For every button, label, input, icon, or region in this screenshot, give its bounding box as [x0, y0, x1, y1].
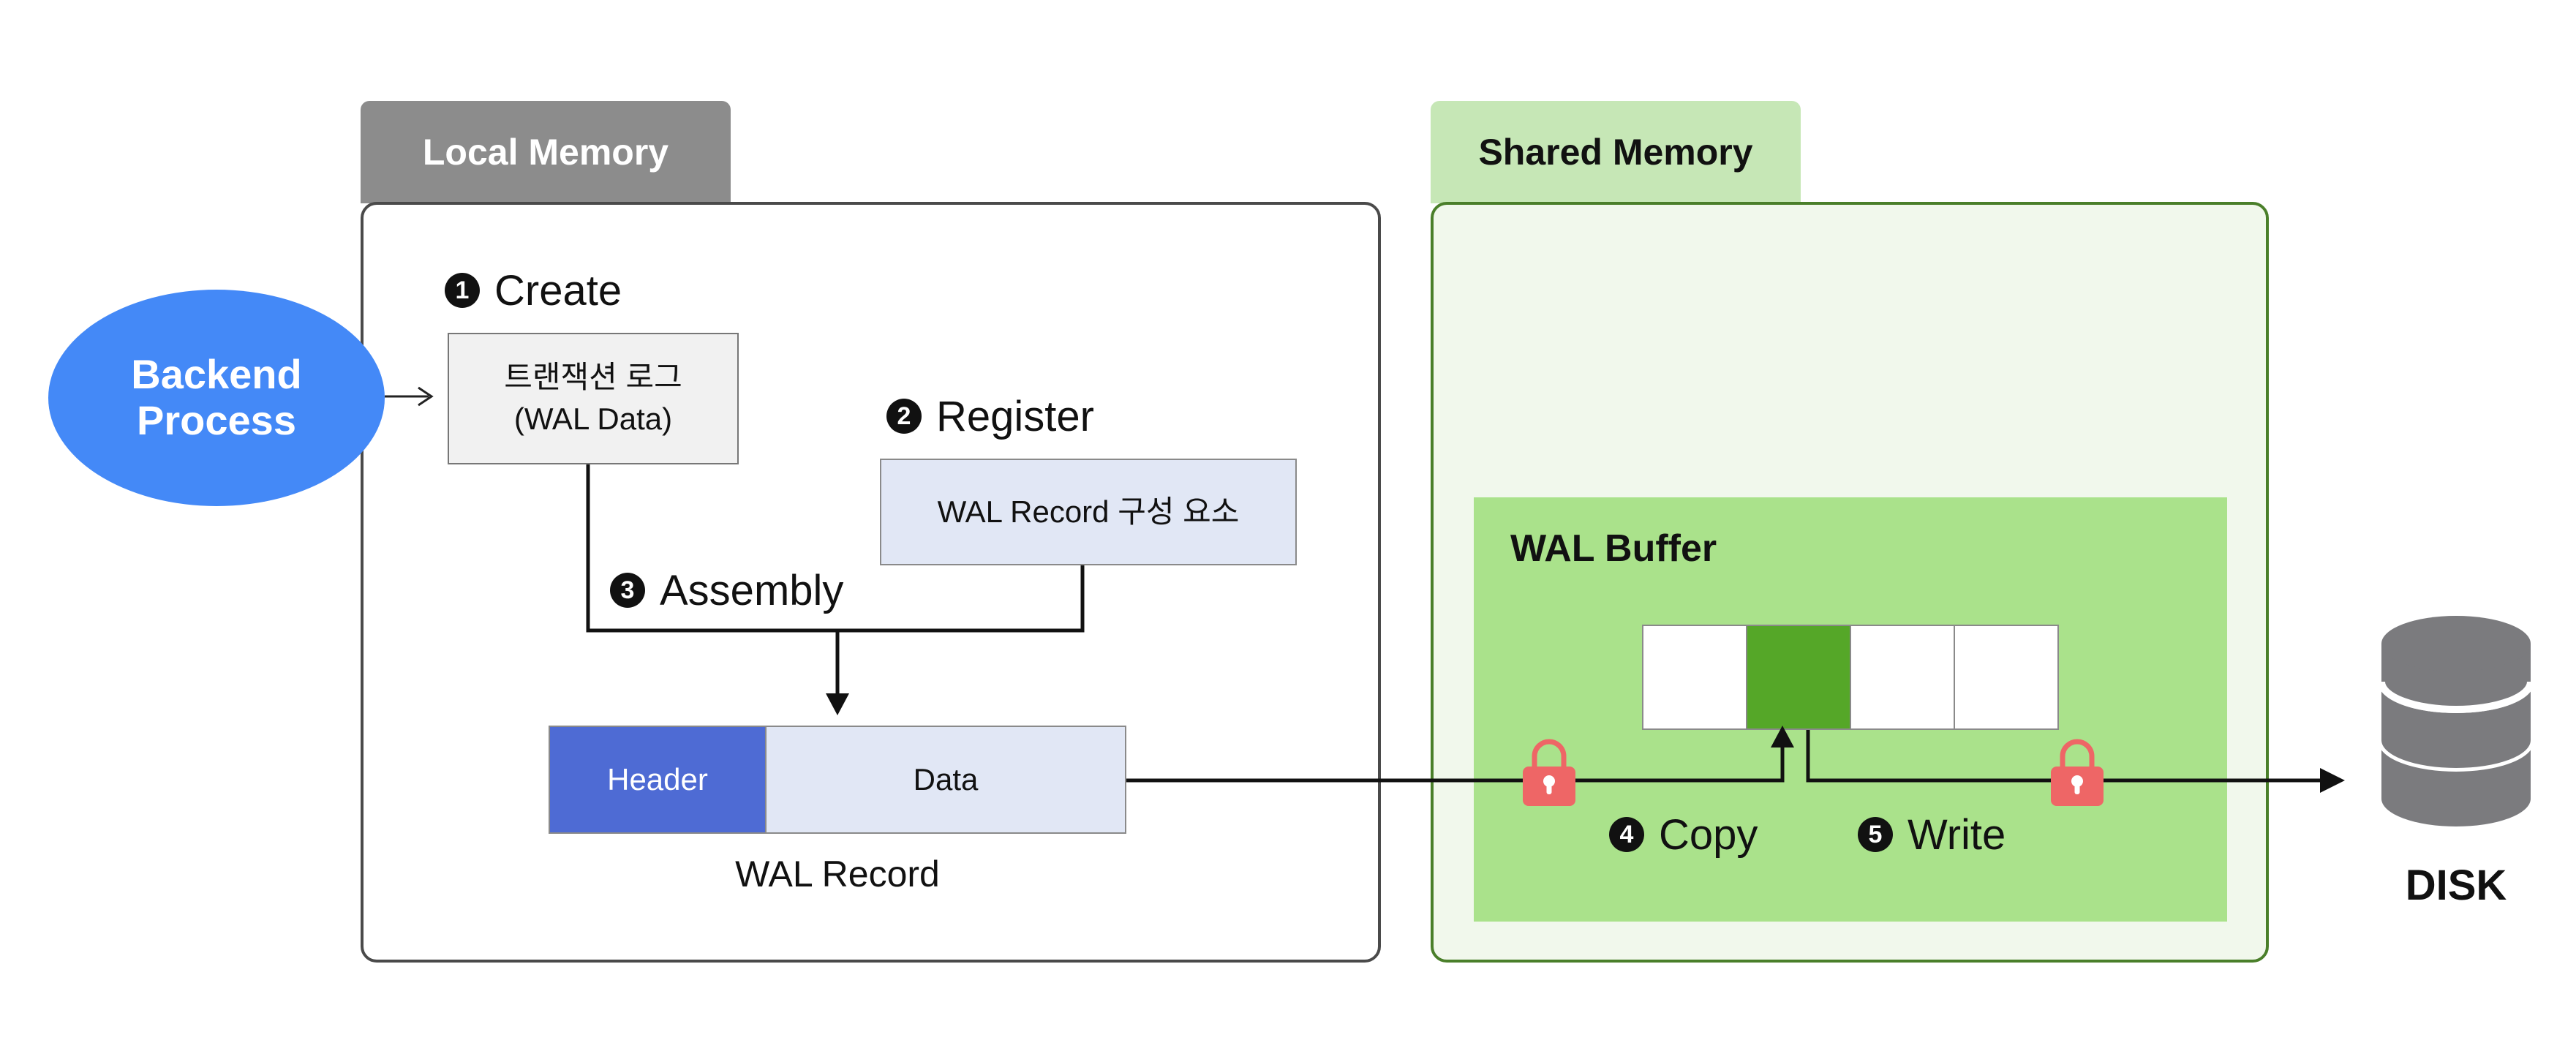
- step-create-label: Create: [494, 266, 622, 315]
- step-copy-number: 4: [1609, 817, 1644, 852]
- wal-record-header: Header: [549, 726, 767, 834]
- shared-memory-tab: Shared Memory: [1431, 101, 1801, 203]
- write-arrow: [1806, 730, 2322, 783]
- copy-arrow: [1126, 746, 1785, 783]
- lock-icon: [1523, 739, 1575, 806]
- step-write-label: Write: [1907, 810, 2006, 859]
- wal-record-caption-text: WAL Record: [735, 854, 940, 895]
- step-assembly-label: Assembly: [660, 566, 844, 614]
- backend-to-log-arrowhead: [418, 386, 434, 407]
- disk-label-text: DISK: [2405, 861, 2507, 909]
- wal-buffer-slot: [1954, 625, 2059, 730]
- backend-process-label: Backend Process: [131, 351, 302, 443]
- step-register: 2 Register: [886, 391, 1094, 442]
- wal-record-components-label: WAL Record 구성 요소: [937, 494, 1240, 529]
- write-arrowhead: [2320, 768, 2345, 793]
- disk-label: DISK: [2381, 856, 2531, 914]
- local-memory-panel: [361, 202, 1381, 963]
- wal-buffer-title: WAL Buffer: [1510, 527, 1717, 570]
- transaction-log-label: 트랜잭션 로그 (WAL Data): [504, 360, 682, 436]
- local-memory-tab-label: Local Memory: [422, 132, 669, 173]
- local-memory-tab: Local Memory: [361, 101, 731, 203]
- wal-record-data: Data: [765, 726, 1126, 834]
- transaction-log-box: 트랜잭션 로그 (WAL Data): [448, 333, 739, 464]
- wal-buffer: WAL Buffer: [1474, 497, 2227, 922]
- copy-arrowhead: [1771, 726, 1794, 747]
- wal-record-caption: WAL Record: [549, 848, 1126, 900]
- step-assembly: 3 Assembly: [610, 565, 843, 616]
- wal-buffer-slot-filled: [1746, 625, 1851, 730]
- shared-memory-tab-label: Shared Memory: [1478, 132, 1753, 173]
- step-register-number: 2: [886, 399, 922, 434]
- step-register-label: Register: [936, 392, 1094, 440]
- wal-record-components-box: WAL Record 구성 요소: [880, 459, 1297, 565]
- step-write: 5 Write: [1858, 809, 2006, 860]
- lock-icon: [2051, 739, 2104, 806]
- step-write-number: 5: [1858, 817, 1893, 852]
- backend-process-node: Backend Process: [48, 290, 385, 506]
- step-assembly-number: 3: [610, 573, 645, 608]
- step-copy-label: Copy: [1659, 810, 1758, 859]
- step-create: 1 Create: [445, 265, 622, 316]
- step-copy: 4 Copy: [1609, 809, 1758, 860]
- assembly-connector: [586, 464, 1085, 633]
- step-create-number: 1: [445, 273, 480, 308]
- database-icon: [2378, 616, 2534, 826]
- wal-record-header-label: Header: [607, 761, 708, 796]
- wal-record-data-label: Data: [913, 761, 979, 796]
- assembly-arrowhead: [826, 693, 849, 715]
